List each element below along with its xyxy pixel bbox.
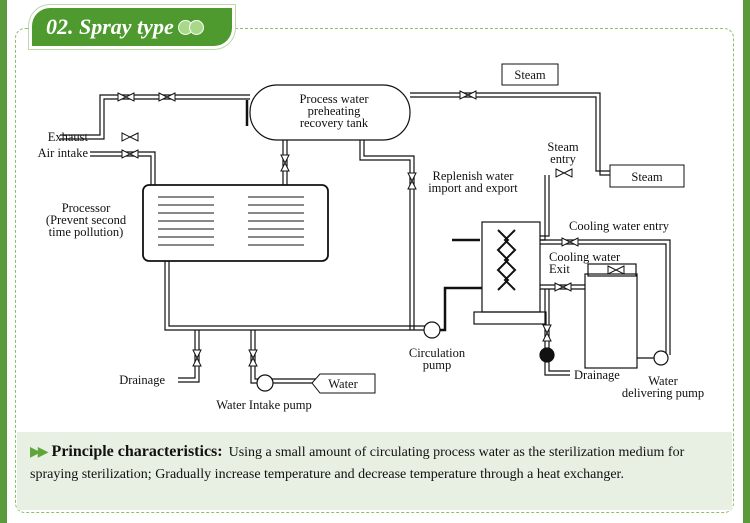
processor-label-2: (Prevent second <box>46 213 127 227</box>
circulation-pump-label-1: Circulation <box>409 346 466 360</box>
air-intake-label: Air intake <box>38 146 89 160</box>
drainage-right-label: Drainage <box>574 368 620 382</box>
circulation-pump-label-2: pump <box>423 358 451 372</box>
water-delivering-label-1: Water <box>648 374 678 388</box>
processor-label-3: time pollution) <box>49 225 124 239</box>
principle-text-block: ▶▶Principle characteristics:Using a smal… <box>30 441 720 486</box>
processor-chamber <box>142 184 329 262</box>
drain-pump-icon <box>539 347 555 363</box>
recovery-tank <box>249 84 411 141</box>
water-label: Water <box>328 377 358 391</box>
section-tab: 02. Spray type <box>32 8 232 46</box>
steam-entry-label-1: Steam <box>547 140 579 154</box>
cooling-exit-label-1: Cooling water <box>549 250 621 264</box>
cooling-exit-label-2: Exit <box>549 262 570 276</box>
principle-panel <box>17 432 732 510</box>
steam-right-label: Steam <box>631 170 663 184</box>
double-dot-icon <box>177 19 204 35</box>
water-intake-pump-label: Water Intake pump <box>216 398 311 412</box>
delivering-pump-icon <box>653 350 669 366</box>
processor-label-1: Processor <box>62 201 111 215</box>
exhaust-label: Exhaust <box>48 130 89 144</box>
replenish-label-2: import and export <box>428 181 518 195</box>
drainage-left-label: Drainage <box>119 373 165 387</box>
water-delivering-label-2: delivering pump <box>622 386 704 400</box>
section-title: 02. Spray type <box>46 14 174 39</box>
replenish-label-1: Replenish water <box>433 169 515 183</box>
steam-entry-label-2: entry <box>550 152 576 166</box>
double-arrow-icon: ▶▶ <box>30 445 48 460</box>
steam-top-label: Steam <box>514 68 546 82</box>
tank-label-3: recovery tank <box>300 116 369 130</box>
intake-pump-icon <box>256 374 274 392</box>
tank-label-1: Process water <box>299 92 369 106</box>
principle-body: Using a small amount of circulating proc… <box>30 445 685 482</box>
cooling-entry-label: Cooling water entry <box>569 219 670 233</box>
principle-heading: Principle characteristics: <box>51 443 223 460</box>
tank-label-2: preheating <box>308 104 362 118</box>
diagram-border <box>15 28 734 513</box>
cooling-tank <box>584 273 638 369</box>
circulation-pump-icon <box>423 321 441 339</box>
